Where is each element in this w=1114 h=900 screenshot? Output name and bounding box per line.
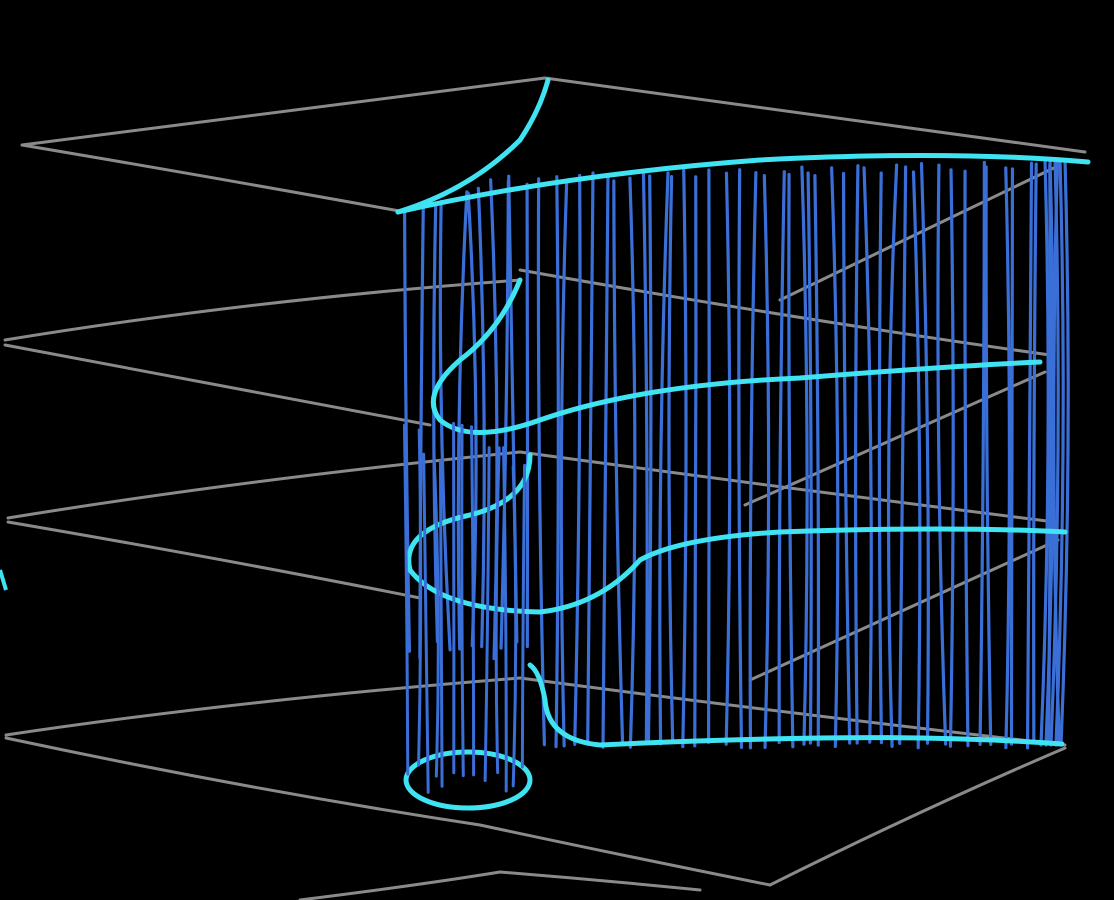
fin-stroke — [456, 190, 469, 651]
fin-stroke — [438, 200, 452, 652]
fin-stroke — [748, 171, 758, 750]
fin-stroke — [476, 186, 486, 649]
diagonal-2 — [743, 370, 1047, 507]
fin-stroke — [667, 175, 675, 745]
fin-stroke — [1009, 167, 1015, 746]
fin-stroke — [1049, 158, 1060, 747]
column-fin-stroke — [432, 456, 440, 778]
floor-plate-3-front — [6, 520, 422, 600]
fin-stroke — [628, 176, 637, 749]
fin-stroke — [963, 169, 970, 748]
vertical-fin-facade — [403, 157, 1070, 750]
fin-stroke — [586, 171, 595, 746]
fin-stroke — [919, 162, 930, 745]
fin-stroke — [948, 168, 955, 748]
fin-stroke — [984, 165, 993, 746]
cylindrical-base-column — [403, 749, 533, 811]
diagonal-3 — [748, 538, 1060, 682]
fin-stroke — [777, 170, 786, 745]
fin-stroke — [641, 170, 649, 744]
column-fins — [402, 421, 527, 794]
fin-stroke — [886, 163, 899, 748]
fin-stroke — [1059, 158, 1070, 747]
column-fin-stroke — [483, 446, 491, 782]
edge-fragment — [0, 569, 8, 591]
column-fin-stroke — [520, 463, 527, 769]
fin-stroke — [1004, 166, 1012, 750]
fin-stroke — [877, 171, 884, 745]
fin-stroke — [646, 174, 653, 744]
slab-edge-roof — [395, 77, 551, 215]
fin-stroke — [573, 173, 582, 746]
fin-stroke — [911, 170, 922, 750]
fin-stroke — [737, 168, 744, 749]
fin-stroke — [936, 163, 948, 746]
fin-stroke — [536, 177, 546, 747]
fin-stroke — [693, 175, 698, 748]
fin-stroke — [762, 173, 771, 750]
fin-stroke — [841, 171, 852, 745]
column-fin-stroke — [470, 425, 476, 777]
fin-stroke — [806, 171, 813, 745]
column-fin-stroke — [438, 459, 444, 788]
fin-stroke — [706, 168, 711, 745]
slab-edge-level-2 — [430, 277, 1043, 435]
floor-plate-2-front — [3, 343, 432, 427]
floor-plate-top — [20, 76, 1087, 154]
fin-stroke — [978, 160, 986, 746]
column-fin-stroke — [460, 423, 465, 778]
floor-plate-bottom — [298, 870, 702, 900]
fin-stroke — [1025, 161, 1034, 750]
column-fin-stroke — [511, 465, 518, 788]
column-fin-stroke — [402, 423, 410, 776]
fin-stroke — [862, 166, 873, 744]
slab-edge-roof-front — [395, 152, 1091, 215]
fin-stroke — [559, 179, 569, 748]
fin-stroke — [601, 175, 610, 749]
floor-plate-4-right — [768, 746, 1067, 887]
column-fin-stroke — [422, 452, 430, 794]
fin-stroke — [724, 171, 732, 746]
floor-plate-4 — [4, 676, 522, 737]
fin-stroke — [432, 204, 440, 644]
fin-stroke — [800, 165, 809, 746]
floor-plate-top-front — [20, 143, 407, 214]
slab-edge-level-4 — [527, 662, 1065, 748]
column-fin-stroke — [494, 446, 501, 775]
fin-stroke — [499, 179, 510, 650]
fin-stroke — [1054, 158, 1065, 747]
fin-stroke — [787, 172, 795, 749]
fin-stroke — [813, 173, 821, 747]
floor-plate-2 — [3, 278, 522, 342]
fin-stroke — [681, 168, 688, 749]
fin-stroke — [658, 171, 670, 746]
fin-stroke — [403, 211, 412, 653]
column-fin-stroke — [502, 446, 508, 793]
fin-stroke — [1039, 158, 1050, 747]
fin-stroke — [898, 165, 908, 745]
floor-plate-outlines — [3, 76, 1087, 900]
floor-plate-2-back — [518, 268, 1052, 357]
fin-stroke — [1032, 162, 1038, 745]
fin-stroke — [853, 164, 860, 745]
column-base-ellipse — [403, 749, 533, 811]
fin-stroke — [830, 166, 840, 749]
fin-stroke — [1044, 158, 1055, 747]
fin-stroke — [612, 179, 625, 746]
floor-plate-4-front — [4, 736, 772, 887]
column-fin-stroke — [417, 428, 423, 767]
fin-stroke — [554, 175, 560, 749]
